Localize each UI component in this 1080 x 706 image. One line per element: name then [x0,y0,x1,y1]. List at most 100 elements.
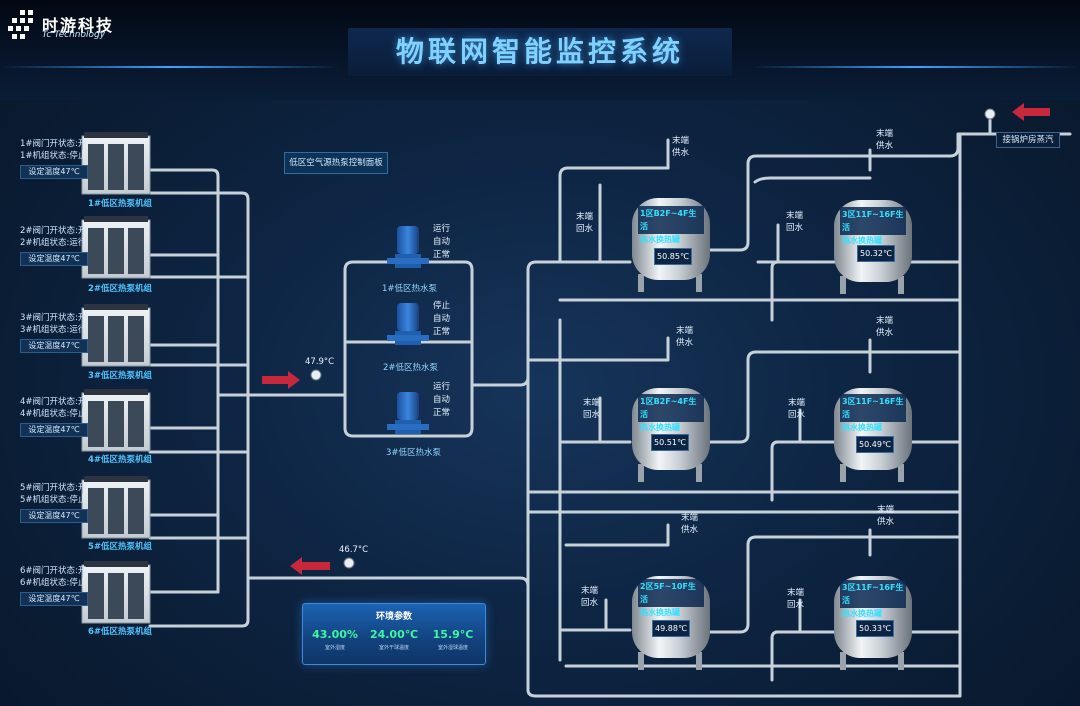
tank-6-zone: 3区11F~16F生活 [842,583,904,605]
unit-3-temp: 设定温度47℃ [20,339,88,353]
end-return-label-1: 末端回水 [576,211,593,235]
tank-6-label: 3区11F~16F生活热水换热罐 [840,580,906,618]
logo-icon [8,10,33,39]
pump-1-run-state: 运行 [433,224,451,234]
tank-6-type: 热水换热罐 [842,609,882,618]
unit-5-temp: 设定温度47℃ [20,509,88,523]
unit-2-valve: 2#阀门开状态:开 [20,226,87,236]
tank-4-zone: 3区11F~16F生活 [842,397,904,419]
tank-6-temp: 50.33℃ [856,620,894,637]
outdoor-humidity-value: 43.00% [312,628,358,641]
unit-3-valve: 3#阀门开状态:开 [20,313,87,323]
boiler-steam-label: 接锅炉房蒸汽 [996,132,1060,148]
pump-1-status: 运行 自动 正常 [433,223,450,262]
header-line-left [0,66,340,68]
unit-6-valve: 6#阀门开状态:开 [20,566,87,576]
pump-2-health: 正常 [433,327,451,337]
flow-arrows [262,103,1050,575]
tank-5-zone: 2区5F~10F生活 [640,582,696,604]
tank-2-label: 3区11F~16F生活热水换热罐 [840,207,906,245]
unit-3-machine: 3#机组状态:运行 [20,325,87,335]
end-supply-text-a: 末端 [877,505,895,515]
outdoor-dry-bulb-value: 24.00℃ [369,628,419,641]
unit-6-name: 6#低区热泵机组 [88,627,153,637]
end-return-text-b: 回水 [583,410,601,420]
end-return-text-b: 回水 [786,223,804,233]
end-return-label-5: 末端回水 [581,585,598,609]
end-supply-text-b: 供水 [672,148,690,158]
outdoor-humidity-label: 室外湿度 [324,645,345,651]
pump-3-mode: 自动 [433,395,451,405]
end-return-text-b: 回水 [576,224,594,234]
pressure-gauges [310,108,996,569]
unit-2-name: 2#低区热泵机组 [88,284,153,294]
end-supply-text-a: 末端 [672,136,690,146]
environment-title: 环境参数 [375,612,412,622]
unit-1-machine: 1#机组状态:停止 [20,151,87,161]
end-supply-text-b: 供水 [877,517,895,527]
supply-temp-readout: 47.9°C [305,357,335,367]
pump-2-status: 停止 自动 正常 [433,300,450,339]
end-return-text-a: 末端 [786,211,804,221]
tank-1-zone: 1区B2F~4F生活 [640,209,697,231]
environment-panel: 环境参数 43.00% 室外湿度 24.00℃ 室外干球温度 15.9°C 室外… [302,603,486,665]
end-supply-label-6: 末端供水 [877,504,894,528]
tank-3-label: 1区B2F~4F生活热水换热罐 [638,394,704,432]
tank-1-temp: 50.85℃ [654,248,692,265]
end-supply-label-5: 末端供水 [681,512,698,536]
end-supply-text-b: 供水 [876,141,894,151]
end-supply-text-a: 末端 [876,316,894,326]
end-supply-text-b: 供水 [876,328,894,338]
heat-pump-units [81,132,151,624]
end-supply-text-a: 末端 [876,129,894,139]
unit-3-name: 3#低区热泵机组 [88,371,153,381]
end-supply-text-b: 供水 [681,525,699,535]
pump-2-mode: 自动 [433,314,451,324]
end-return-text-a: 末端 [787,588,805,598]
end-return-text-a: 末端 [583,398,601,408]
pump-3-run-state: 运行 [433,382,451,392]
outdoor-wet-bulb-label: 室外湿球温度 [437,645,468,651]
end-return-text-a: 末端 [788,398,806,408]
tank-5-temp: 49.88℃ [652,620,690,637]
unit-4-temp: 设定温度47℃ [20,423,88,437]
end-supply-label-1: 末端供水 [672,135,689,159]
pump-2-name: 2#低区热水泵 [383,363,439,373]
tank-3-type: 热水换热罐 [640,423,680,432]
unit-4-name: 4#低区热泵机组 [88,455,153,465]
title-frame [348,28,732,76]
pump-2-run-state: 停止 [433,301,451,311]
tank-4-label: 3区11F~16F生活热水换热罐 [840,394,906,432]
tank-1-type: 热水换热罐 [640,235,680,244]
pump-1-health: 正常 [433,250,451,260]
water-pumps [387,226,429,434]
logo-text: 时游科技 [42,16,115,35]
end-return-label-4: 末端回水 [788,397,805,421]
unit-1-valve: 1#阀门开状态:开 [20,139,87,149]
return-temp-readout: 46.7°C [339,545,369,555]
pump-3-health: 正常 [433,408,451,418]
unit-5-machine: 5#机组状态:停止 [20,495,87,505]
header-line-right [750,66,1080,68]
end-supply-text-b: 供水 [676,338,694,348]
unit-2-machine: 2#机组状态:运行 [20,238,87,248]
end-return-text-b: 回水 [787,600,805,610]
tank-4-temp: 50.49℃ [856,436,894,453]
end-supply-label-4: 末端供水 [876,315,893,339]
outdoor-dry-bulb-label: 室外干球温度 [378,645,409,651]
unit-5-name: 5#低区热泵机组 [88,542,153,552]
tank-4-type: 热水换热罐 [842,423,882,432]
pipe-network [148,118,1072,698]
unit-1-name: 1#低区热泵机组 [88,199,153,209]
end-return-text-b: 回水 [581,598,599,608]
end-supply-label-3: 末端供水 [676,325,693,349]
tank-2-zone: 3区11F~16F生活 [842,210,904,232]
tank-5-label: 2区5F~10F生活热水换热罐 [638,579,704,617]
end-supply-label-2: 末端供水 [876,128,893,152]
tank-3-temp: 50.51℃ [651,434,689,451]
tank-1-label: 1区B2F~4F生活热水换热罐 [638,206,704,244]
tank-2-temp: 50.32℃ [857,245,895,262]
control-panel-button[interactable]: 低区空气源热泵控制面板 [284,152,388,174]
tank-2-type: 热水换热罐 [842,236,882,245]
